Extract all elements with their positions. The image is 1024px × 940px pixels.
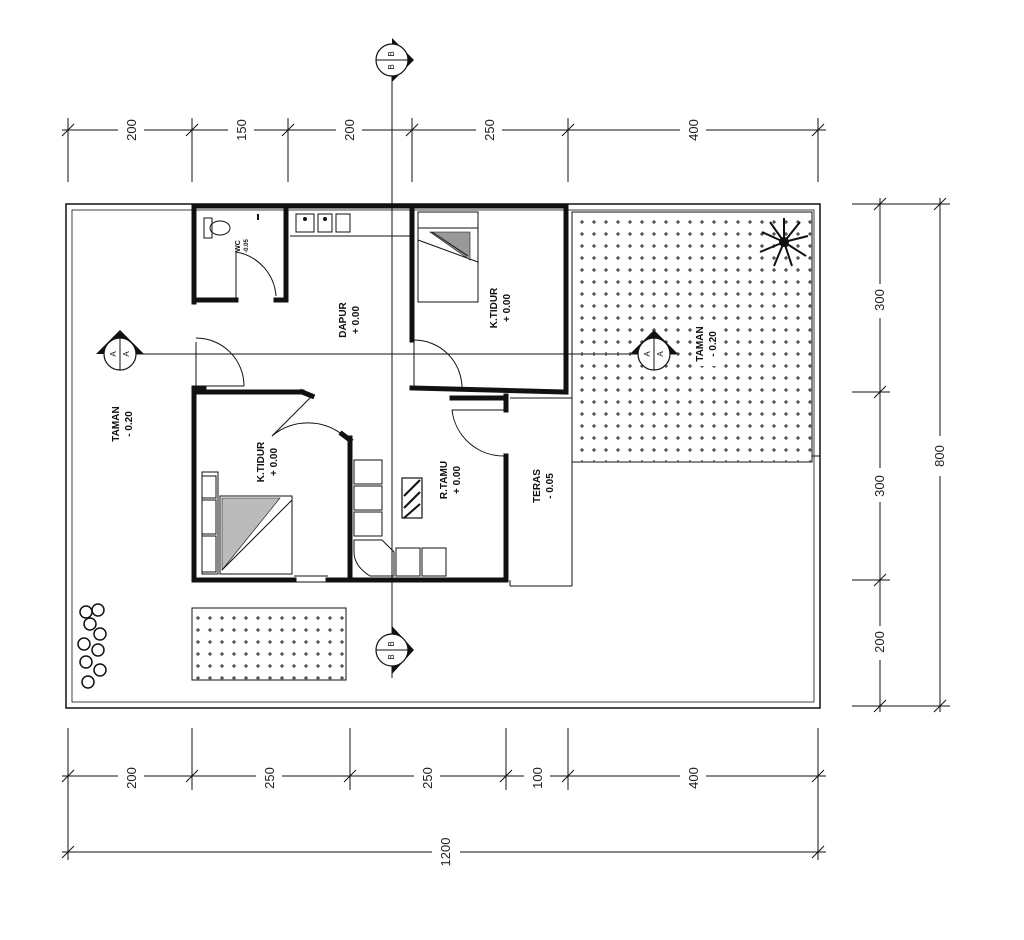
dim-top-1: 200 xyxy=(124,119,139,141)
top-dimension-chain: 200 150 200 250 400 xyxy=(61,112,826,182)
room-level: + 0.00 xyxy=(269,448,280,477)
room-label-dapur: DAPUR + 0.00 xyxy=(338,301,362,337)
room-level: - 0.20 xyxy=(124,411,135,437)
room-name: K.TIDUR xyxy=(489,287,500,328)
room-name: WC xyxy=(235,240,242,252)
room-label-ktidur-bottom: K.TIDUR + 0.00 xyxy=(256,441,280,482)
room-name: K.TIDUR xyxy=(256,441,267,482)
garden-hatch-bottom xyxy=(191,607,347,681)
right-dimension-chain: 300 300 200 800 xyxy=(852,197,956,713)
room-level: + 0.00 xyxy=(351,306,362,335)
marker-b-top-lower: B xyxy=(387,64,396,69)
room-label-teras: TERAS - 0.05 xyxy=(532,469,556,503)
section-marker-b-bottom: B B xyxy=(375,626,414,674)
room-level: - 0.20 xyxy=(708,331,719,357)
sofa-icon xyxy=(353,459,447,577)
bed-bottom-icon xyxy=(201,471,293,575)
room-label-taman-right: TAMAN - 0.20 xyxy=(693,322,721,366)
house-walls xyxy=(191,203,569,583)
shrub-icon xyxy=(77,603,107,689)
dim-bottom-3: 250 xyxy=(420,767,435,789)
dim-top-4: 250 xyxy=(482,119,497,141)
kitchen-counter-icon xyxy=(290,213,410,237)
section-marker-a-right: A A xyxy=(630,330,678,371)
section-marker-a-left: A A xyxy=(96,330,144,371)
marker-b-bottom-lower: B xyxy=(387,654,396,659)
garden-hatch-right xyxy=(571,211,813,463)
room-label-wc: WC -0.05 xyxy=(235,239,250,253)
bed-top-icon xyxy=(417,211,479,303)
room-level: -0.05 xyxy=(244,239,250,253)
furniture xyxy=(77,211,809,689)
marker-a-right-2: A xyxy=(656,351,665,357)
marker-b-top-upper: B xyxy=(387,51,396,56)
dim-top-3: 200 xyxy=(342,119,357,141)
room-level: - 0.05 xyxy=(545,473,556,499)
bottom-dimension-chain: 200 250 250 100 400 1200 xyxy=(61,728,826,874)
marker-a-right-1: A xyxy=(643,351,652,357)
dim-top-2: 150 xyxy=(234,119,249,141)
dim-bottom-2: 250 xyxy=(262,767,277,789)
dim-right-1: 300 xyxy=(872,289,887,311)
dim-total-height: 800 xyxy=(932,445,947,467)
dim-bottom-5: 400 xyxy=(686,767,701,789)
room-level: + 0.00 xyxy=(502,294,513,323)
terrace-outline xyxy=(509,396,573,587)
room-label-taman-left: TAMAN - 0.20 xyxy=(111,406,135,441)
room-name: TAMAN xyxy=(111,406,122,441)
dim-bottom-4: 100 xyxy=(530,767,545,789)
room-name: R.TAMU xyxy=(439,461,450,499)
marker-b-bottom-upper: B xyxy=(387,641,396,646)
room-name: TERAS xyxy=(532,469,543,503)
room-name: TAMAN xyxy=(695,326,706,361)
palm-tree-icon xyxy=(759,218,809,267)
dim-top-5: 400 xyxy=(686,119,701,141)
dim-total-width: 1200 xyxy=(438,838,453,867)
room-name: DAPUR xyxy=(338,301,349,337)
dim-right-3: 200 xyxy=(872,631,887,653)
section-marker-b-top: B B xyxy=(375,38,414,82)
room-label-ktidur-top: K.TIDUR + 0.00 xyxy=(489,287,513,328)
room-level: + 0.00 xyxy=(452,466,463,495)
toilet-icon xyxy=(203,214,259,239)
dim-right-2: 300 xyxy=(872,475,887,497)
dim-bottom-1: 200 xyxy=(124,767,139,789)
section-lines xyxy=(120,58,680,678)
room-label-rtamu: R.TAMU + 0.00 xyxy=(439,461,463,499)
marker-a-left-1: A xyxy=(109,351,118,357)
marker-a-left-2: A xyxy=(122,351,131,357)
